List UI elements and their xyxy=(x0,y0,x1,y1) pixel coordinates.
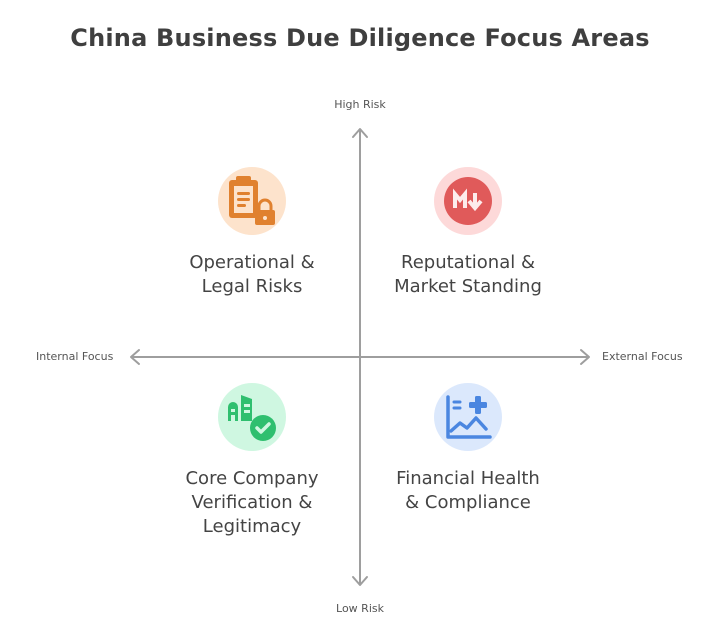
arrow-down-icon xyxy=(352,576,368,586)
arrow-right-icon xyxy=(580,349,590,365)
clipboard-lock-icon xyxy=(229,176,275,225)
arrow-up-icon xyxy=(352,128,368,138)
axis-label-low-risk: Low Risk xyxy=(336,602,384,615)
axis-label-high-risk: High Risk xyxy=(334,98,386,111)
icon-badge xyxy=(434,167,502,235)
axis-label-internal-focus: Internal Focus xyxy=(36,350,114,363)
quadrant-core-verification: Core Company Verification & Legitimacy xyxy=(152,383,352,539)
quadrant-operational-legal: Operational & Legal Risks xyxy=(152,167,352,299)
building-check-icon xyxy=(228,395,276,441)
arrow-left-icon xyxy=(130,349,140,365)
quadrant-financial-compliance: Financial Health & Compliance xyxy=(368,383,568,515)
quadrant-reputational-market: Reputational & Market Standing xyxy=(368,167,568,299)
quadrant-label: Operational & Legal Risks xyxy=(189,252,315,297)
chart-plus-icon xyxy=(446,395,492,439)
markdown-down-icon xyxy=(444,177,492,225)
quadrant-label: Core Company Verification & Legitimacy xyxy=(185,468,319,537)
diagram-title: China Business Due Diligence Focus Areas xyxy=(70,24,650,52)
axis-label-external-focus: External Focus xyxy=(602,350,683,363)
icon-badge xyxy=(218,383,286,451)
quadrant-label: Reputational & Market Standing xyxy=(394,252,542,297)
quadrant-label: Financial Health & Compliance xyxy=(396,468,540,513)
icon-badge xyxy=(218,167,286,235)
icon-badge xyxy=(434,383,502,451)
